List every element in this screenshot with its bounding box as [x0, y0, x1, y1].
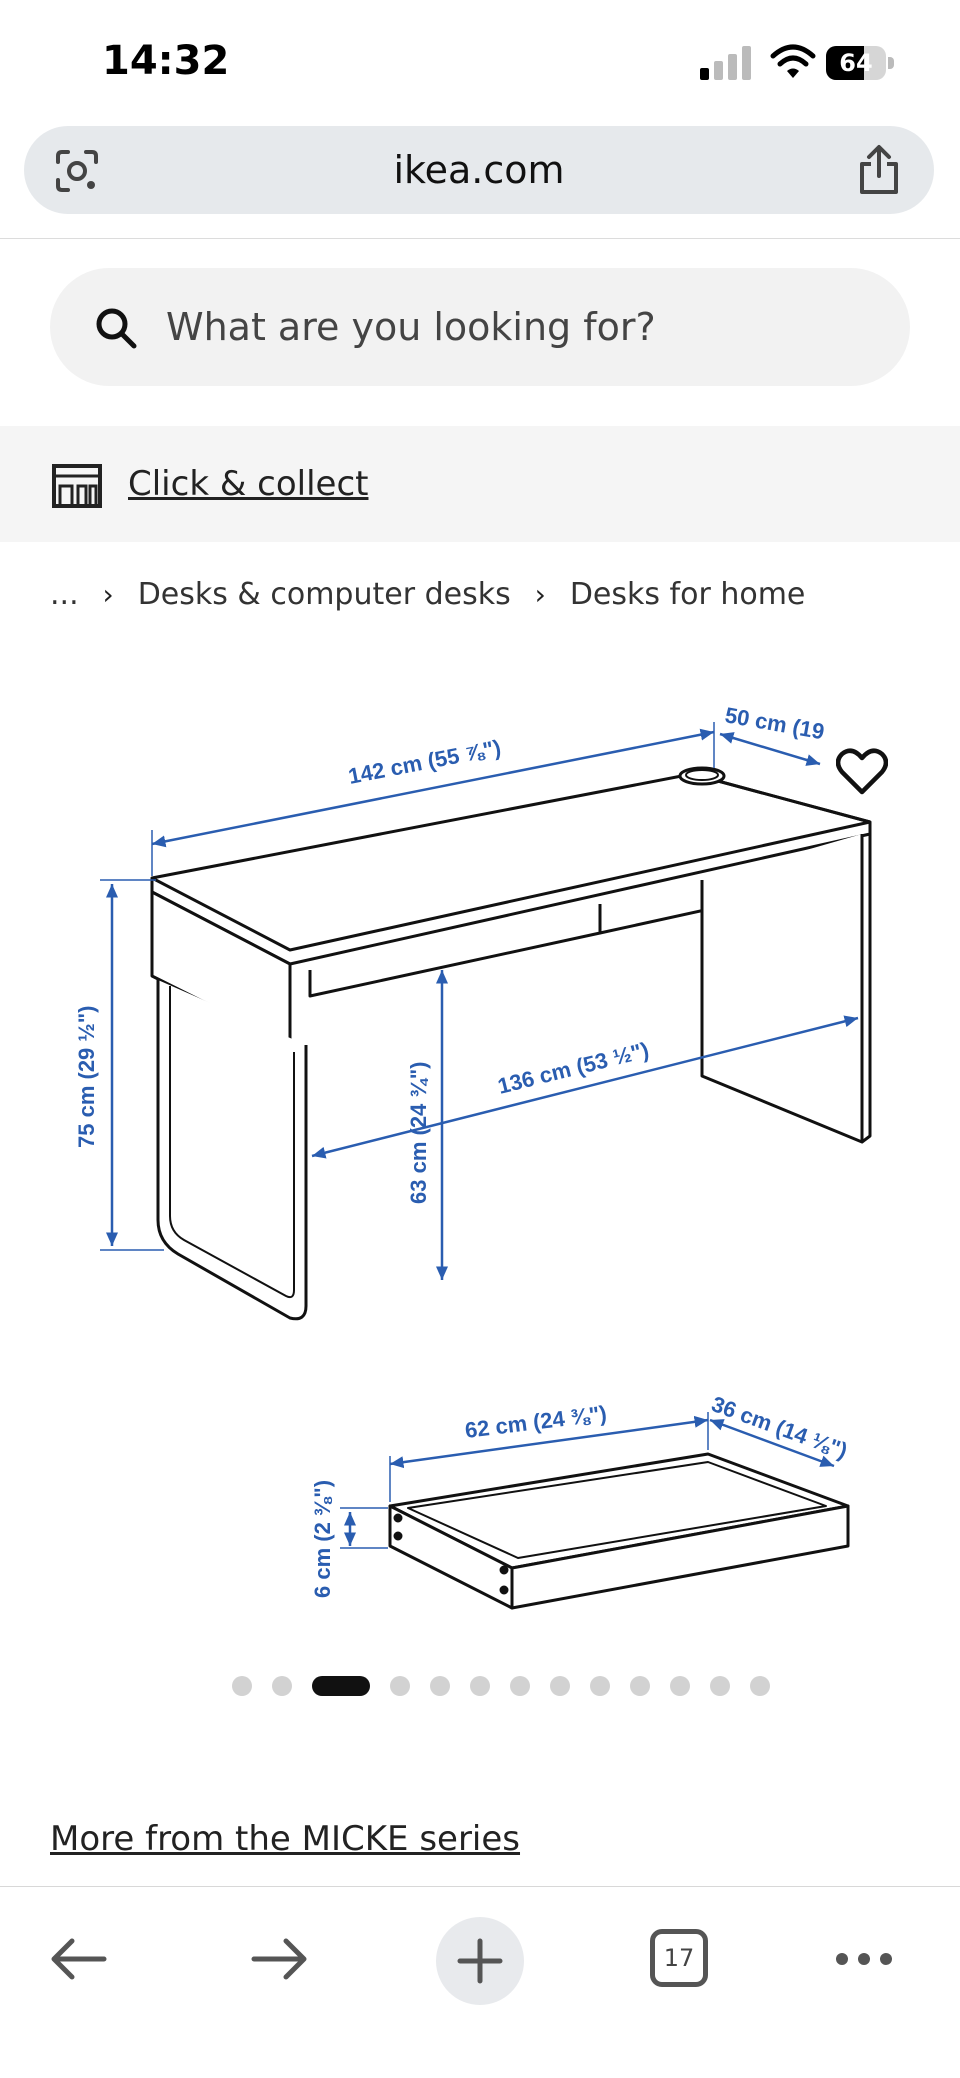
search-icon [96, 308, 137, 349]
carousel-dot[interactable] [470, 1676, 490, 1696]
more-icon[interactable] [834, 1947, 894, 1971]
new-tab-plus-icon [457, 1938, 503, 1984]
dim-desk-height: 75 cm (29 ½") [74, 1005, 99, 1148]
dimension-lines [100, 722, 859, 1549]
url-text[interactable]: ikea.com [393, 148, 565, 192]
battery-level: 64 [839, 49, 873, 77]
carousel-dot[interactable] [430, 1676, 450, 1696]
carousel-dot[interactable] [510, 1676, 530, 1696]
forward-arrow-icon[interactable] [250, 1937, 310, 1981]
search-box[interactable]: What are you looking for? [50, 268, 910, 386]
tabs-icon[interactable]: 17 [650, 1929, 708, 1987]
dim-drawer-height: 6 cm (2 ⅜") [310, 1480, 335, 1598]
header-divider [0, 238, 960, 239]
chevron-right-icon: › [102, 578, 114, 611]
carousel-dot[interactable] [710, 1676, 730, 1696]
drawer-drawing [388, 1452, 850, 1610]
back-arrow-icon[interactable] [48, 1937, 108, 1981]
click-collect-band: Click & collect [0, 426, 960, 542]
breadcrumb-ellipsis[interactable]: ... [50, 577, 79, 612]
toolbar-divider [0, 1886, 960, 1887]
carousel-dots[interactable] [0, 1672, 960, 1700]
google-lens-icon[interactable] [54, 148, 100, 194]
carousel-dot[interactable] [272, 1676, 292, 1696]
carousel-dot[interactable] [670, 1676, 690, 1696]
dim-desk-depth: 50 cm (19 [723, 702, 826, 744]
address-bar[interactable]: ikea.com [24, 126, 934, 214]
micke-series-link[interactable]: More from the MICKE series [50, 1819, 521, 1859]
battery-fill [826, 46, 864, 80]
breadcrumb-item-desks-for-home[interactable]: Desks for home [569, 577, 806, 612]
carousel-dot[interactable] [590, 1676, 610, 1696]
status-time: 14:32 [102, 38, 230, 84]
breadcrumb: ... › Desks & computer desks › Desks for… [50, 570, 805, 620]
browser-toolbar: 17 [0, 1887, 960, 2078]
cellular-signal-icon [700, 46, 751, 80]
dim-desk-width: 142 cm (55 ⅞") [346, 735, 503, 789]
heart-icon[interactable] [836, 748, 888, 796]
search-input[interactable]: What are you looking for? [166, 305, 656, 349]
new-tab-button[interactable] [436, 1917, 524, 2005]
carousel-dot[interactable] [550, 1676, 570, 1696]
carousel-dot[interactable] [750, 1676, 770, 1696]
dim-desk-under-height: 63 cm (24 ¾") [406, 1061, 431, 1204]
carousel-dot-active[interactable] [312, 1676, 370, 1696]
click-collect-link[interactable]: Click & collect [128, 464, 369, 504]
carousel-dot[interactable] [232, 1676, 252, 1696]
carousel-dot[interactable] [630, 1676, 650, 1696]
store-icon [52, 464, 102, 508]
battery-tip [888, 57, 894, 69]
carousel-dot[interactable] [390, 1676, 410, 1696]
wifi-icon [770, 44, 816, 78]
battery-body: 64 [826, 46, 886, 80]
battery-icon: 64 [826, 46, 896, 80]
status-bar: 14:32 64 [0, 0, 960, 120]
chevron-right-icon: › [534, 578, 546, 611]
share-icon[interactable] [854, 144, 904, 196]
breadcrumb-item-desks[interactable]: Desks & computer desks [137, 577, 511, 612]
product-dimension-drawing[interactable]: 142 cm (55 ⅞") 50 cm (19 75 cm (29 ½") 6… [60, 680, 900, 1640]
